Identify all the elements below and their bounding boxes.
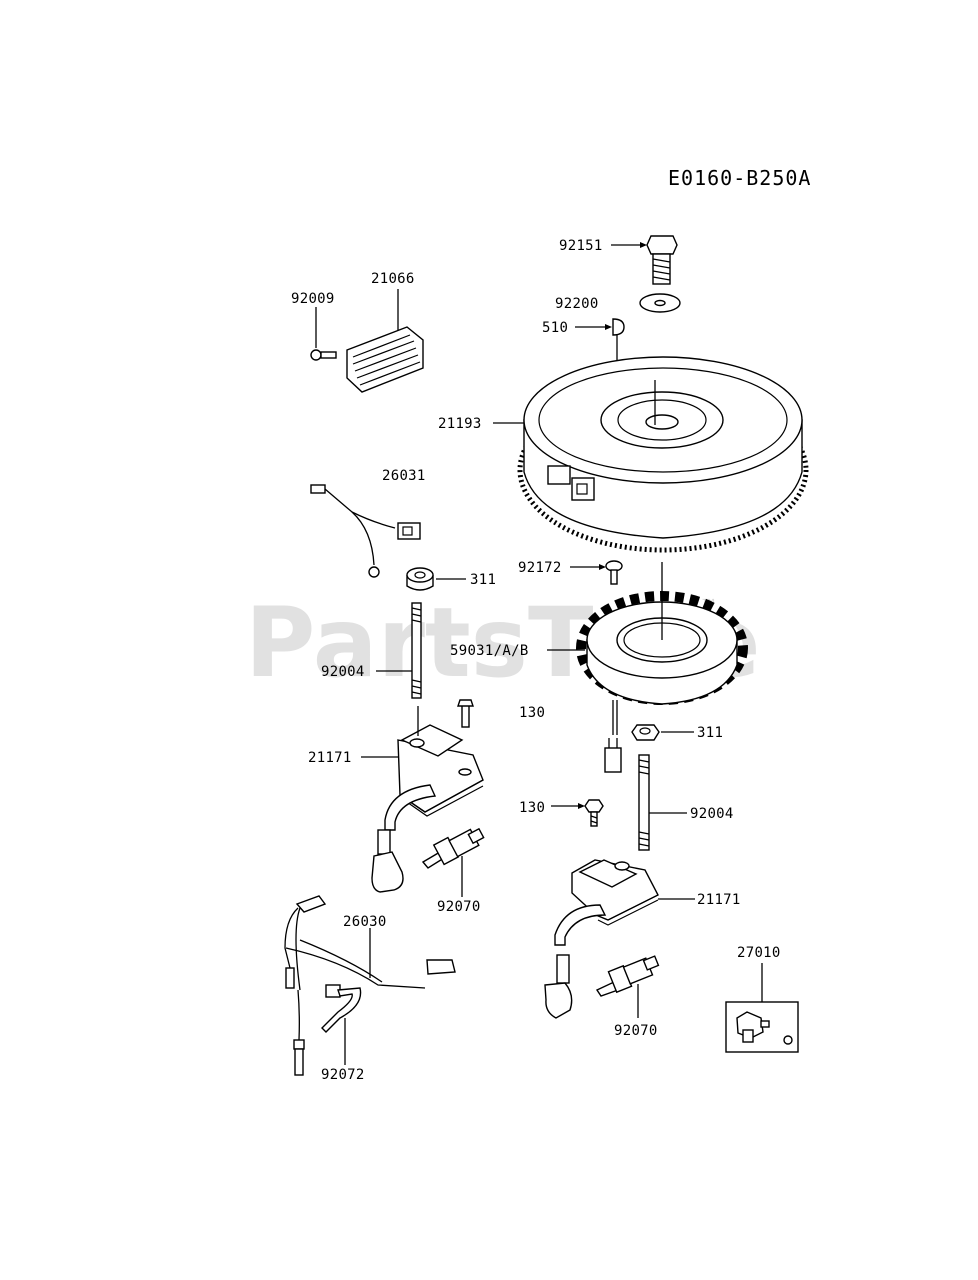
part-92009-bolt[interactable] — [310, 349, 337, 361]
label-311-right[interactable]: 311 — [697, 725, 723, 741]
label-21171-left[interactable]: 21171 — [308, 750, 352, 766]
part-26030-harness[interactable] — [284, 895, 456, 1076]
part-92070-spark-plug-left[interactable] — [421, 827, 485, 869]
part-311-nut-left[interactable] — [406, 567, 434, 591]
part-21171-ignition-coil-right[interactable] — [544, 859, 659, 1019]
diagram-code: E0160-B250A — [668, 166, 811, 190]
part-311-nut-right[interactable] — [631, 724, 660, 741]
label-510[interactable]: 510 — [542, 320, 568, 336]
part-21066-regulator[interactable] — [346, 326, 424, 393]
part-92004-stud-right[interactable] — [638, 754, 650, 851]
part-92172-screw[interactable] — [605, 560, 623, 585]
part-92072-clamp[interactable] — [321, 984, 362, 1033]
part-130-screw[interactable] — [584, 799, 604, 827]
label-21066[interactable]: 21066 — [371, 271, 415, 287]
label-92172[interactable]: 92172 — [518, 560, 562, 576]
label-92004-right[interactable]: 92004 — [690, 806, 734, 822]
label-92004-left[interactable]: 92004 — [321, 664, 365, 680]
part-92151-bolt[interactable] — [646, 235, 678, 285]
label-311-left[interactable]: 311 — [470, 572, 496, 588]
label-92151[interactable]: 92151 — [559, 238, 603, 254]
part-92004-stud-left[interactable] — [411, 602, 422, 699]
label-130-top[interactable]: 130 — [519, 705, 545, 721]
part-21171-ignition-coil-left[interactable] — [371, 699, 484, 893]
label-130-bottom[interactable]: 130 — [519, 800, 545, 816]
label-92072[interactable]: 92072 — [321, 1067, 365, 1083]
label-92200[interactable]: 92200 — [555, 296, 599, 312]
label-27010[interactable]: 27010 — [737, 945, 781, 961]
part-92070-spark-plug-right[interactable] — [595, 955, 660, 997]
label-92070-right[interactable]: 92070 — [614, 1023, 658, 1039]
stator-connector — [604, 700, 622, 773]
label-21171-right[interactable]: 21171 — [697, 892, 741, 908]
part-92200-washer[interactable] — [639, 293, 681, 313]
label-26031[interactable]: 26031 — [382, 468, 426, 484]
label-21193[interactable]: 21193 — [438, 416, 482, 432]
label-92070-left[interactable]: 92070 — [437, 899, 481, 915]
part-59031-stator[interactable] — [576, 562, 748, 705]
part-27010-switch[interactable] — [736, 1011, 793, 1045]
label-59031[interactable]: 59031/A/B — [450, 643, 529, 659]
label-92009[interactable]: 92009 — [291, 291, 335, 307]
part-26031-lead-wire[interactable] — [310, 484, 421, 578]
label-26030[interactable]: 26030 — [343, 914, 387, 930]
part-21193-flywheel[interactable] — [517, 356, 809, 553]
part-510-key[interactable] — [612, 318, 625, 336]
